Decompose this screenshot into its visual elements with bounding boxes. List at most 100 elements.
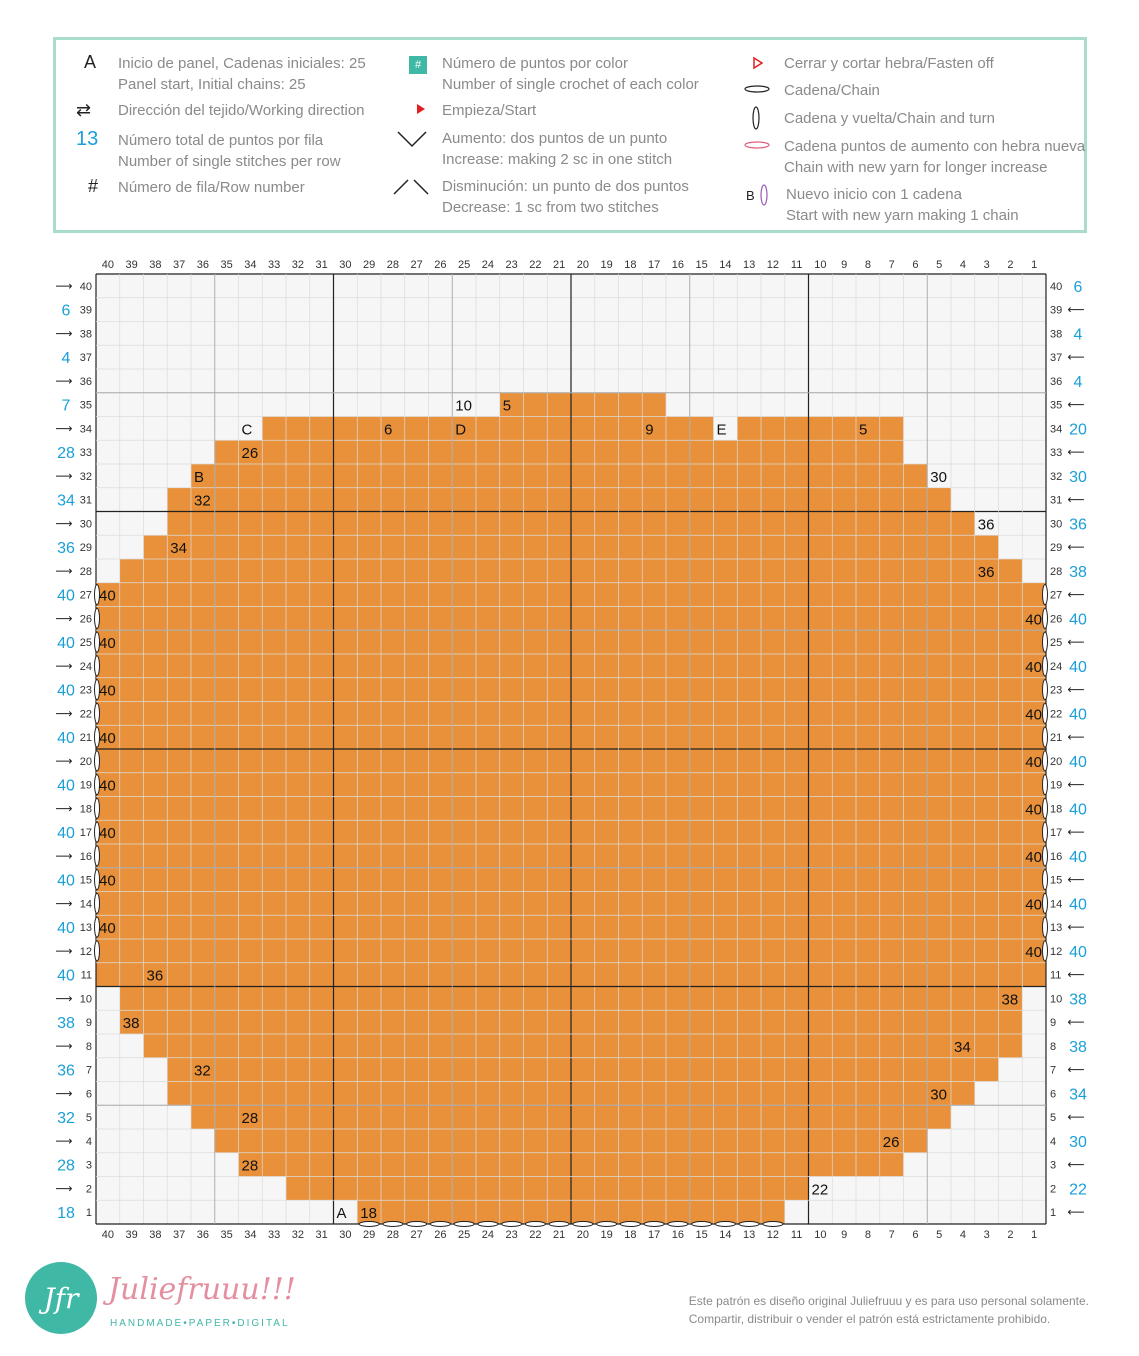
row-arrow-right-icon: ⟶ [55, 991, 72, 1005]
chain-mark [714, 1221, 736, 1227]
row-number-right: 14 [1050, 898, 1062, 910]
start-icon [417, 104, 425, 114]
legend-item-chain-turn: Cadena y vuelta/Chain and turn [784, 110, 995, 127]
chain-mark [738, 1221, 760, 1227]
x-tick-top: 23 [506, 259, 518, 271]
x-tick-bottom: 1 [1031, 1229, 1037, 1241]
row-total-right: 40 [1069, 659, 1087, 676]
filled-row-34-mid [476, 416, 500, 441]
chain-mark [477, 1221, 499, 1227]
row-number-left: 20 [80, 756, 92, 768]
x-tick-bottom: 29 [363, 1229, 375, 1241]
row-number-right: 4 [1050, 1136, 1056, 1148]
row-arrow-right-icon: ⟶ [55, 1086, 72, 1100]
chain-turn-icon [752, 106, 760, 130]
row-number-right: 15 [1050, 875, 1062, 887]
row-number-left: 33 [80, 447, 92, 459]
x-tick-bottom: 19 [601, 1229, 613, 1241]
row-arrow-right-icon: ⟶ [55, 1181, 72, 1195]
row-number-right: 34 [1050, 423, 1062, 435]
cell-label: 40 [99, 920, 116, 937]
row-arrow-left-icon: ⟵ [1067, 778, 1084, 792]
chain-turn-mark [1042, 774, 1048, 796]
chain-mark [643, 1221, 665, 1227]
row-arrow-left-icon: ⟵ [1067, 540, 1084, 554]
legend-panel: A Inicio de panel, Cadenas iniciales: 25… [53, 37, 1087, 233]
row-number-right: 11 [1050, 970, 1061, 982]
x-tick-bottom: 4 [960, 1229, 966, 1241]
row-number-right: 40 [1050, 281, 1062, 293]
cell-label: 18 [360, 1205, 377, 1222]
row-number-left: 24 [80, 661, 92, 673]
row-total-right: 38 [1069, 564, 1087, 581]
row-number-left: 25 [80, 637, 92, 649]
filled-row-31 [167, 487, 951, 512]
chain-turn-mark [1042, 940, 1048, 962]
chain-turn-mark [94, 940, 100, 962]
row-arrow-right-icon: ⟶ [55, 469, 72, 483]
row-arrow-left-icon: ⟵ [1067, 1015, 1084, 1029]
row-arrow-left-icon: ⟵ [1067, 920, 1084, 934]
chain-turn-mark [94, 845, 100, 867]
cell-label: 40 [99, 778, 116, 795]
chain-turn-mark [94, 607, 100, 629]
row-total-left: 40 [57, 873, 75, 890]
row-number-left: 36 [80, 376, 92, 388]
x-tick-top: 31 [316, 259, 328, 271]
x-tick-bottom: 24 [482, 1229, 494, 1241]
row-total-right: 40 [1069, 801, 1087, 818]
x-tick-top: 39 [126, 259, 138, 271]
cell-label: 28 [242, 1158, 259, 1175]
row-total-left: 40 [57, 683, 75, 700]
chain-mark [667, 1221, 689, 1227]
cell-label: 40 [1025, 611, 1042, 628]
row-arrow-right-icon: ⟶ [55, 326, 72, 340]
row-arrow-right-icon: ⟶ [55, 1039, 72, 1053]
chain-turn-mark [94, 797, 100, 819]
row-number-left: 27 [80, 590, 92, 602]
chain-mark [524, 1221, 546, 1227]
row-number-left: 7 [86, 1065, 92, 1077]
row-total-left: 28 [57, 445, 75, 462]
row-number-right: 24 [1050, 661, 1062, 673]
row-arrow-right-icon: ⟶ [55, 279, 72, 293]
row-number-right: 35 [1050, 400, 1062, 412]
x-tick-bottom: 5 [936, 1229, 942, 1241]
chain-turn-mark [94, 821, 100, 843]
cell-label: 40 [99, 730, 116, 747]
chain-turn-mark [94, 774, 100, 796]
row-number-right: 3 [1050, 1160, 1056, 1172]
filled-row-34-seg-1 [499, 416, 714, 441]
row-total-left: 7 [62, 398, 71, 415]
row-total-left: 40 [57, 920, 75, 937]
row-number-left: 35 [80, 400, 92, 412]
x-tick-top: 29 [363, 259, 375, 271]
row-arrow-left-icon: ⟵ [1067, 350, 1084, 364]
legend-item-chain: Cadena/Chain [784, 82, 880, 99]
chain-turn-mark [94, 631, 100, 653]
x-tick-top: 13 [743, 259, 755, 271]
row-total-left: 36 [57, 1063, 75, 1080]
row-arrow-left-icon: ⟵ [1067, 1110, 1084, 1124]
row-number-right: 27 [1050, 590, 1062, 602]
cell-label: E [717, 421, 727, 438]
row-arrow-right-icon: ⟶ [55, 849, 72, 863]
row-number-left: 15 [80, 875, 92, 887]
cell-label: 32 [194, 1063, 211, 1080]
cell-label: 40 [1025, 944, 1042, 961]
row-total-left: 34 [57, 493, 75, 510]
chain-mark [596, 1221, 618, 1227]
row-arrow-right-icon: ⟶ [55, 516, 72, 530]
chain-mark [762, 1221, 784, 1227]
chain-icon [744, 85, 770, 93]
row-arrow-right-icon: ⟶ [55, 564, 72, 578]
x-tick-bottom: 10 [814, 1229, 826, 1241]
cell-label: 40 [99, 873, 116, 890]
x-tick-top: 40 [102, 259, 114, 271]
row-number-left: 29 [80, 542, 92, 554]
cell-label: 22 [812, 1181, 829, 1198]
new-start-chain-icon [760, 184, 768, 206]
x-tick-top: 36 [197, 259, 209, 271]
